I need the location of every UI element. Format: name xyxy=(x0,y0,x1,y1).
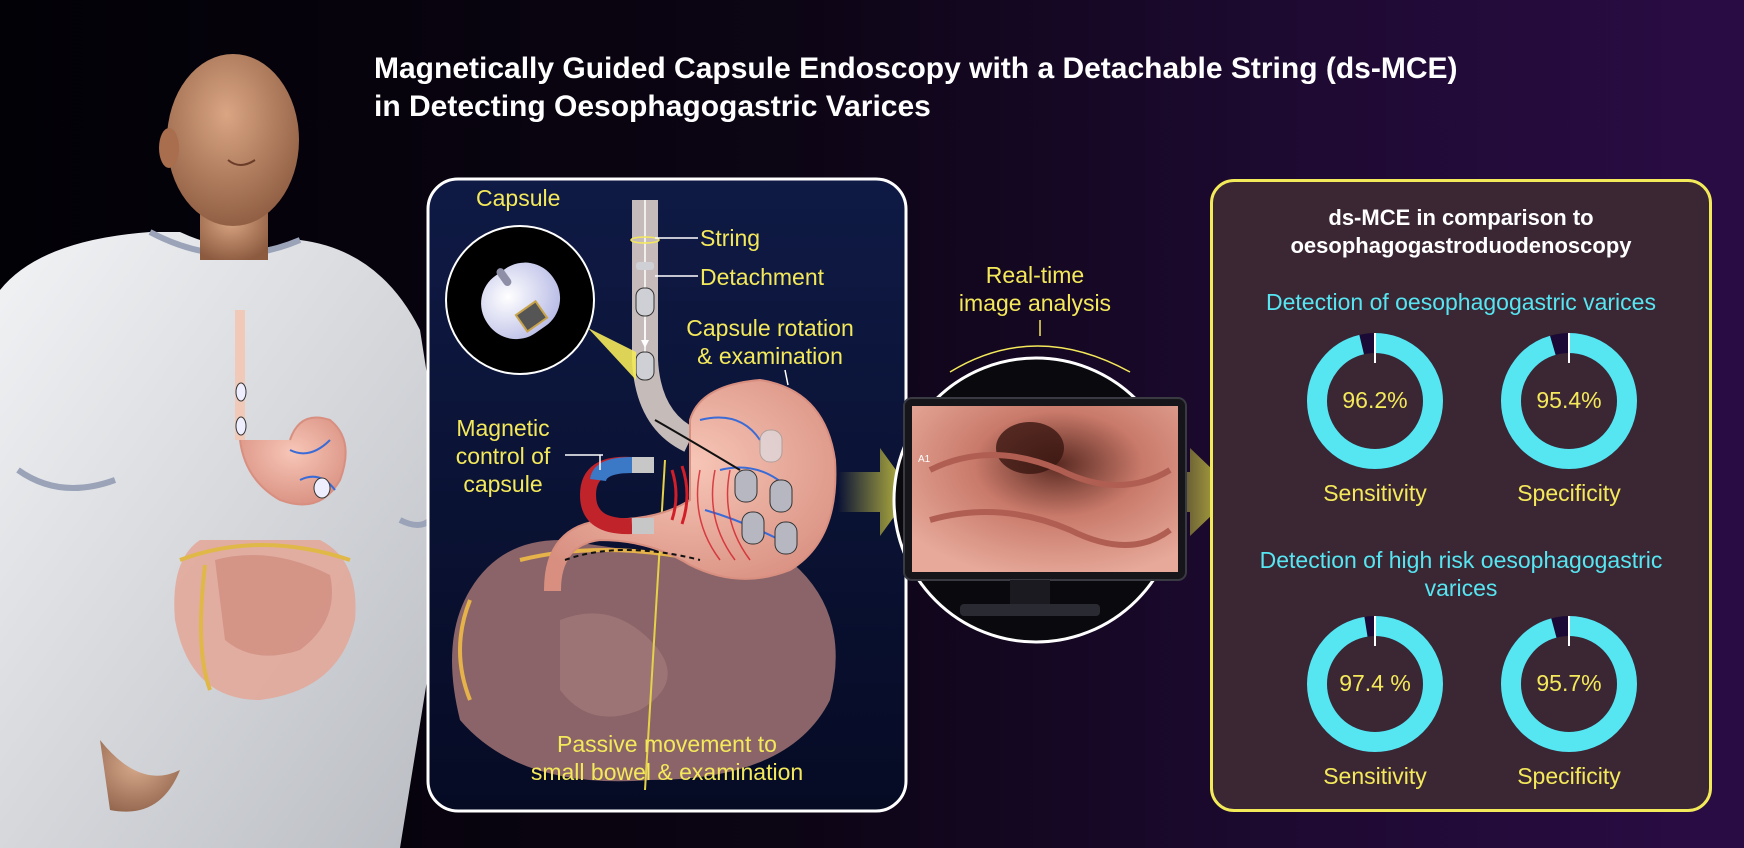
donut-chart xyxy=(1307,616,1443,752)
donut-varices-sensitivity: 96.2% Sensitivity xyxy=(1305,331,1445,506)
metric-label: Sensitivity xyxy=(1323,480,1427,506)
metric-value: 95.4% xyxy=(1536,387,1602,413)
label-string: String xyxy=(700,225,761,251)
label-realtime-analysis: Real-time image analysis xyxy=(958,262,1112,316)
metric-label: Specificity xyxy=(1517,480,1621,506)
patient-figure xyxy=(0,54,450,848)
donut-chart xyxy=(1501,616,1637,752)
donut-varices-specificity: 95.4% Specificity xyxy=(1499,331,1639,506)
title-line-1: Magnetically Guided Capsule Endoscopy wi… xyxy=(374,52,1458,85)
section-oesophagogastric-varices: Detection of oesophagogastric varices xyxy=(1266,289,1656,315)
label-capsule-rotation: Capsule rotation & examination xyxy=(686,315,854,369)
metric-label: Specificity xyxy=(1517,763,1621,789)
donut-high-risk-sensitivity: 97.4 % Sensitivity xyxy=(1305,614,1445,789)
section-high-risk-varices: Detection of high risk oesophagogastric … xyxy=(1259,547,1663,601)
metric-value: 95.7% xyxy=(1536,670,1602,696)
panel-heading: ds-MCE in comparison to oesophagogastrod… xyxy=(1290,205,1632,258)
title-line-2: in Detecting Oesophagogastric Varices xyxy=(374,90,931,123)
label-capsule: Capsule xyxy=(476,185,561,211)
label-detachment: Detachment xyxy=(700,264,825,290)
donut-chart xyxy=(1307,333,1443,469)
results-panel: ds-MCE in comparison to oesophagogastrod… xyxy=(1210,179,1712,812)
monitor-overlay-text: A1 xyxy=(918,454,931,465)
donut-chart xyxy=(1501,333,1637,469)
donut-high-risk-specificity: 95.7% Specificity xyxy=(1499,614,1639,789)
page-title: Magnetically Guided Capsule Endoscopy wi… xyxy=(374,50,1458,126)
label-magnetic-control: Magnetic control of capsule xyxy=(455,415,551,497)
monitor-view: A1 xyxy=(892,320,1187,644)
metric-value: 96.2% xyxy=(1342,387,1408,413)
metric-value: 97.4 % xyxy=(1339,670,1411,696)
arrow-to-results xyxy=(1148,448,1236,536)
capsule-procedure-panel xyxy=(426,177,908,813)
label-passive-movement: Passive movement to small bowel & examin… xyxy=(530,731,804,785)
metric-label: Sensitivity xyxy=(1323,763,1427,789)
